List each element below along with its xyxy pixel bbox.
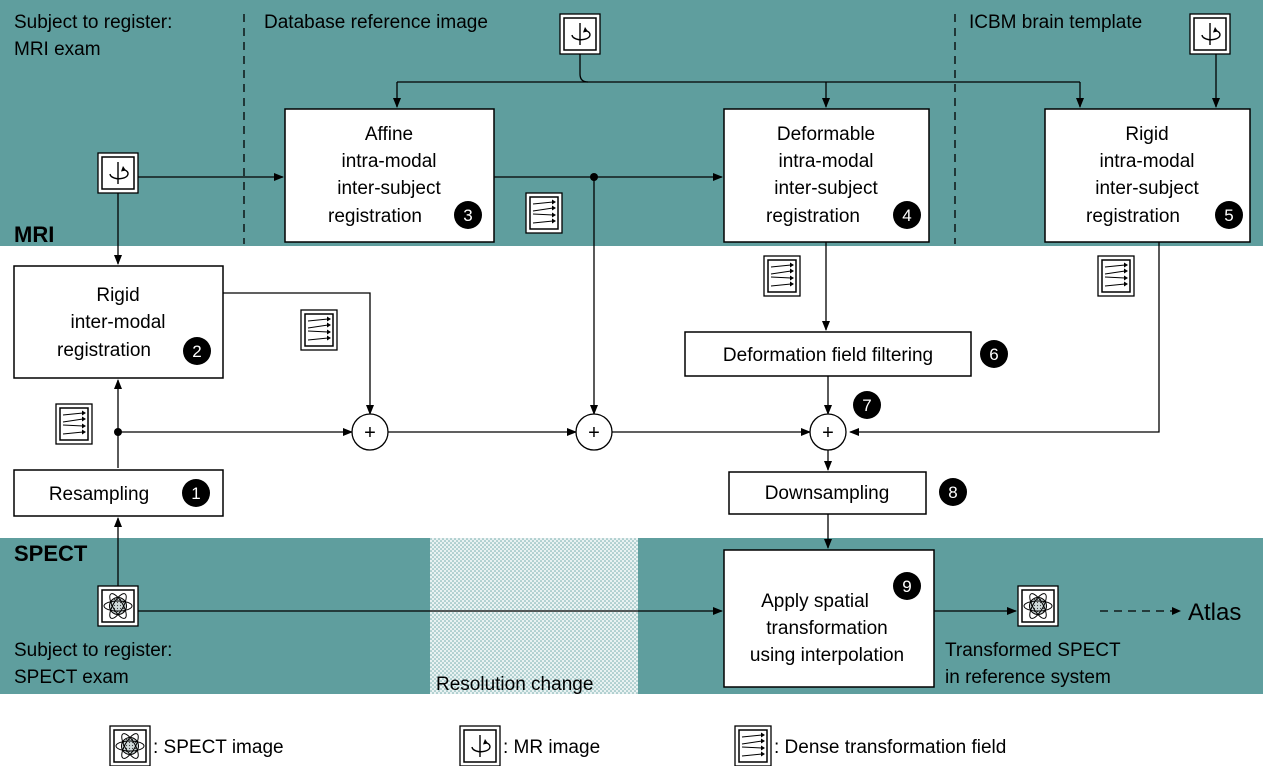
dense-transformation-field-icon bbox=[1097, 255, 1135, 297]
svg-text:registration: registration bbox=[1086, 206, 1180, 227]
svg-text:Resampling: Resampling bbox=[49, 484, 149, 505]
mr-image-icon bbox=[1189, 13, 1231, 55]
svg-text:+: + bbox=[588, 422, 600, 444]
svg-text:Rigid: Rigid bbox=[96, 285, 139, 306]
step-badge bbox=[893, 201, 921, 229]
mri-region-label: MRI bbox=[14, 222, 54, 247]
spect-image-icon bbox=[109, 725, 151, 766]
deformable-registration-box: Deformable intra-modal inter-subject reg… bbox=[723, 108, 930, 243]
mr-image-icon bbox=[97, 152, 139, 194]
rigid-inter-modal-registration-box: Rigid inter-modal registration 2 bbox=[13, 265, 224, 379]
subject-mri-label-line1: Subject to register: bbox=[14, 12, 172, 33]
spect-image-icon bbox=[1017, 585, 1059, 627]
dense-transformation-field-icon bbox=[525, 192, 563, 234]
svg-text:intra-modal: intra-modal bbox=[341, 151, 436, 172]
dense-transformation-field-icon bbox=[763, 255, 801, 297]
svg-text:registration: registration bbox=[57, 340, 151, 361]
dense-transformation-field-icon bbox=[734, 725, 772, 766]
svg-text:1: 1 bbox=[191, 484, 200, 503]
svg-text:4: 4 bbox=[902, 206, 911, 225]
svg-text:Downsampling: Downsampling bbox=[765, 483, 890, 504]
svg-text:7: 7 bbox=[862, 396, 871, 415]
step-badge bbox=[454, 201, 482, 229]
legend: : SPECT image : MR image : Dense transfo… bbox=[109, 725, 1006, 766]
mr-image-icon bbox=[459, 725, 501, 766]
svg-text:Apply spatial: Apply spatial bbox=[761, 591, 869, 612]
svg-text:inter-subject: inter-subject bbox=[337, 178, 441, 199]
subject-spect-label-line1: Subject to register: bbox=[14, 640, 172, 661]
spect-image-icon bbox=[97, 585, 139, 627]
sum-node-3: + 7 bbox=[809, 391, 881, 451]
svg-text:: Dense transformation field: : Dense transformation field bbox=[774, 737, 1006, 758]
step-badge bbox=[980, 340, 1008, 368]
svg-text:Rigid: Rigid bbox=[1125, 124, 1168, 145]
svg-text:using interpolation: using interpolation bbox=[750, 645, 904, 666]
svg-text:2: 2 bbox=[192, 342, 201, 361]
svg-text:: SPECT image: : SPECT image bbox=[153, 737, 284, 758]
step-badge bbox=[853, 391, 881, 419]
rigid-intra-modal-registration-box: Rigid intra-modal inter-subject registra… bbox=[1044, 108, 1251, 243]
step-badge bbox=[939, 478, 967, 506]
svg-text:6: 6 bbox=[989, 345, 998, 364]
sum-node-2: + bbox=[575, 413, 613, 451]
deformation-field-filtering-box: Deformation field filtering 6 bbox=[684, 331, 1008, 377]
atlas-label: Atlas bbox=[1188, 599, 1241, 626]
svg-text:intra-modal: intra-modal bbox=[778, 151, 873, 172]
svg-text:Deformation field filtering: Deformation field filtering bbox=[723, 345, 933, 366]
step-badge bbox=[1215, 201, 1243, 229]
step-badge bbox=[183, 337, 211, 365]
dense-transformation-field-icon bbox=[300, 309, 338, 351]
spect-region-label: SPECT bbox=[14, 541, 88, 566]
affine-registration-box: Affine intra-modal inter-subject registr… bbox=[284, 108, 495, 243]
svg-text:3: 3 bbox=[463, 206, 472, 225]
sum-node-1: + bbox=[351, 413, 389, 451]
svg-text:9: 9 bbox=[902, 577, 911, 596]
step-badge bbox=[182, 479, 210, 507]
subject-mri-label-line2: MRI exam bbox=[14, 39, 101, 60]
svg-text:registration: registration bbox=[328, 206, 422, 227]
step-badge bbox=[893, 572, 921, 600]
dense-transformation-field-icon bbox=[55, 403, 93, 445]
svg-text:inter-modal: inter-modal bbox=[70, 312, 165, 333]
svg-text:: MR image: : MR image bbox=[503, 737, 600, 758]
svg-text:+: + bbox=[364, 422, 376, 444]
svg-text:5: 5 bbox=[1224, 206, 1233, 225]
svg-text:transformation: transformation bbox=[766, 618, 887, 639]
svg-text:inter-subject: inter-subject bbox=[774, 178, 878, 199]
svg-text:Deformable: Deformable bbox=[777, 124, 875, 145]
svg-text:+: + bbox=[822, 422, 834, 444]
mr-image-icon bbox=[559, 13, 601, 55]
resolution-change-zone bbox=[430, 538, 638, 694]
resolution-change-label: Resolution change bbox=[436, 674, 593, 695]
svg-text:registration: registration bbox=[766, 206, 860, 227]
downsampling-box: Downsampling 8 bbox=[728, 471, 967, 515]
transformed-spect-label-line2: in reference system bbox=[945, 667, 1111, 688]
svg-text:inter-subject: inter-subject bbox=[1095, 178, 1199, 199]
svg-text:intra-modal: intra-modal bbox=[1099, 151, 1194, 172]
svg-text:Affine: Affine bbox=[365, 124, 413, 145]
icbm-template-label: ICBM brain template bbox=[969, 12, 1142, 33]
database-reference-label: Database reference image bbox=[264, 12, 488, 33]
apply-transformation-box: Apply spatial transformation using inter… bbox=[723, 549, 935, 688]
resampling-box: Resampling 1 bbox=[13, 469, 224, 517]
svg-text:8: 8 bbox=[948, 483, 957, 502]
subject-spect-label-line2: SPECT exam bbox=[14, 667, 129, 688]
transformed-spect-label-line1: Transformed SPECT bbox=[945, 640, 1121, 661]
